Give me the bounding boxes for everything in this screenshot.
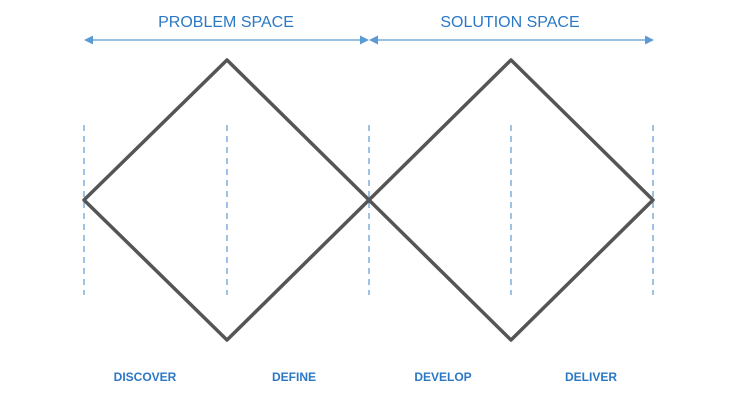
phase-label-deliver: DELIVER [564, 370, 617, 384]
phase-label-develop: DEVELOP [414, 370, 472, 384]
solution-diamond [367, 58, 655, 342]
solution-space-title: SOLUTION SPACE [440, 14, 580, 31]
phase-label-define: DEFINE [271, 370, 316, 384]
problem-diamond [82, 58, 371, 342]
problem-space-title: PROBLEM SPACE [158, 14, 294, 31]
phase-label-discover: DISCOVER [113, 370, 177, 384]
